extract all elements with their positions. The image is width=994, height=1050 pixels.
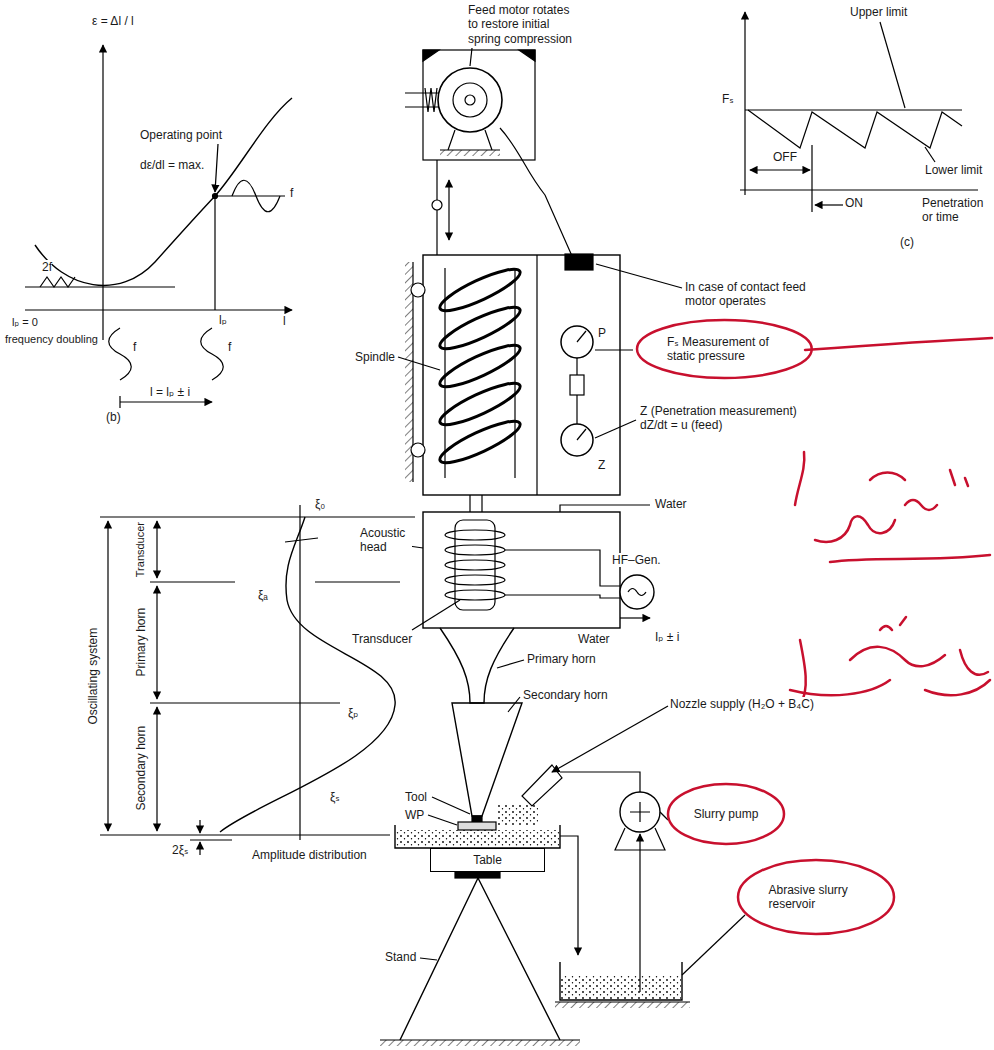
- graph-b-label: ε = Δl / l: [92, 14, 134, 28]
- part-label: In case of contact feed motor operates: [685, 280, 825, 309]
- part-label: Tool: [405, 790, 427, 804]
- node-text: Fₛ Measurement of static pressure: [667, 335, 782, 364]
- node-text: Slurry pump: [694, 807, 759, 821]
- graph-b-label: (b): [106, 410, 121, 424]
- part-label: Water: [578, 632, 610, 646]
- graph-b-label: f: [133, 340, 136, 354]
- amplitude-label: Amplitude distribution: [252, 848, 367, 862]
- amplitude-label: ξₚ: [348, 706, 359, 720]
- graph-c-label: Upper limit: [850, 5, 907, 19]
- part-label: Secondary horn: [523, 688, 608, 702]
- graph-c-label: ON: [845, 196, 863, 210]
- graph-c-label: Fₛ: [722, 92, 734, 106]
- part-label: Feed motor rotates to restore initial sp…: [468, 3, 578, 46]
- part-label: Z (Penetration measurement) dZ/dt = u (f…: [640, 404, 815, 433]
- part-label: HF–Gen.: [612, 553, 661, 567]
- amplitude-label: ξ₀: [315, 497, 325, 511]
- graph-b-label: lₚ: [219, 313, 227, 327]
- table-block: Table: [430, 848, 545, 872]
- callout-ellipse: Abrasive slurry reservoir: [736, 858, 896, 936]
- part-label: Acoustic head: [360, 526, 412, 555]
- amplitude-label: Secondary horn: [134, 726, 148, 811]
- graph-c-label: Lower limit: [925, 163, 982, 177]
- graph-c-label: OFF: [773, 150, 797, 164]
- part-label: Spindle: [355, 350, 395, 364]
- callout-ellipse: Fₛ Measurement of static pressure: [635, 318, 814, 380]
- graph-b-label: f: [290, 186, 293, 200]
- part-label: Water: [655, 497, 687, 511]
- graph-b-label: lₚ = 0: [12, 316, 38, 329]
- part-label: Primary horn: [527, 652, 596, 666]
- graph-b-label: frequency doubling: [5, 333, 98, 346]
- amplitude-label: Transducer: [134, 522, 147, 577]
- amplitude-label: 2ξₛ: [172, 843, 189, 857]
- amplitude-label: Primary horn: [134, 608, 148, 677]
- part-label: Iₚ ± i: [655, 630, 679, 644]
- graph-c-label: (c): [900, 235, 914, 249]
- amplitude-label: ξₛ: [330, 790, 340, 804]
- red-ellipse-outline: [736, 858, 896, 936]
- node-text: Abrasive slurry reservoir: [769, 883, 864, 912]
- graph-b-label: f: [228, 340, 231, 354]
- part-label: WP: [405, 808, 424, 822]
- graph-b-label: l = lₚ ± i: [150, 385, 190, 399]
- part-label: Nozzle supply (H₂O + B₄C): [670, 697, 814, 711]
- graph-b-label: dε/dl = max.: [140, 158, 204, 172]
- part-label: Z: [598, 458, 605, 472]
- callout-ellipse: Slurry pump: [666, 782, 786, 846]
- part-label: P: [598, 326, 606, 340]
- node-text: Table: [473, 853, 502, 867]
- part-label: Stand: [385, 950, 416, 964]
- graph-b-label: 2f: [42, 260, 52, 274]
- amplitude-label: ξₐ: [258, 588, 268, 602]
- part-label: Transducer: [352, 632, 412, 646]
- amplitude-label: Oscillating system: [86, 628, 100, 725]
- graph-c-label: Penetration or time: [922, 196, 988, 225]
- graph-b-label: Operating point: [140, 128, 222, 142]
- graph-b-label: l: [283, 314, 286, 328]
